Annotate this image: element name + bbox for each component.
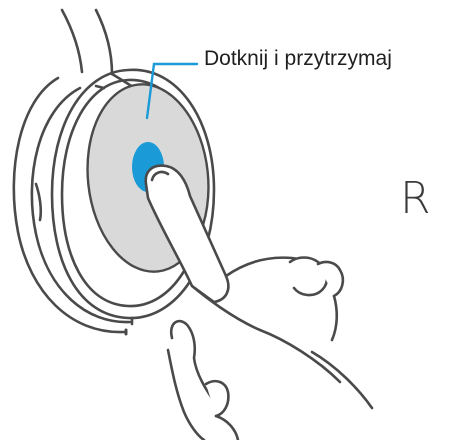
side-indicator: R — [400, 177, 431, 221]
supporting-hand — [168, 321, 238, 440]
pressing-hand — [146, 166, 372, 408]
callout-label: Dotknij i przytrzymaj — [204, 47, 392, 71]
